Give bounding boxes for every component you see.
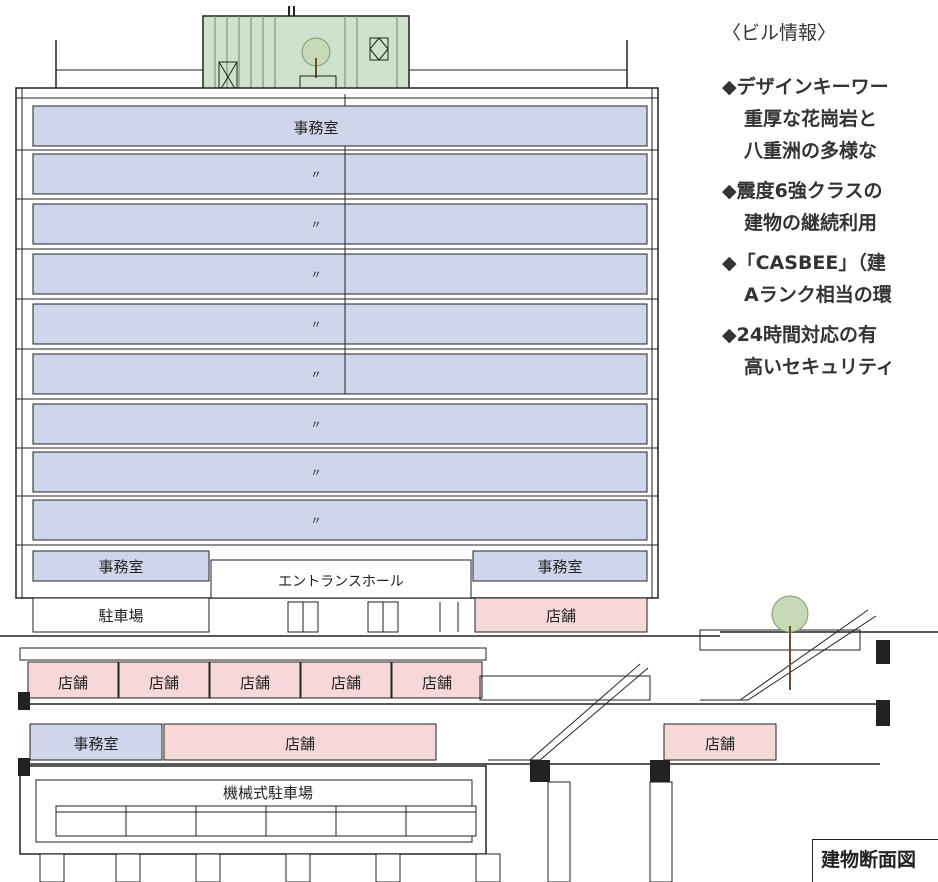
shop-label-b1: 店舗	[331, 674, 361, 692]
rooftop	[55, 6, 628, 94]
columns	[18, 640, 890, 782]
plaza-tree	[771, 595, 809, 690]
ditto-mark: 〃	[311, 218, 322, 231]
figure-caption: 建物断面図	[812, 839, 938, 882]
ditto-mark: 〃	[311, 418, 322, 431]
shop-label-b1: 店舗	[240, 674, 270, 692]
info-item-line: Aランク相当の環	[744, 284, 892, 306]
shop-label-b1: 店舗	[58, 674, 88, 692]
shop-label-b2: 店舗	[285, 735, 315, 753]
shop-label-b1: 店舗	[422, 674, 452, 692]
info-heading: 〈ビル情報〉	[722, 22, 837, 44]
info-item-line: 高いセキュリティ	[744, 356, 895, 378]
ditto-mark: 〃	[311, 268, 322, 281]
podium	[32, 550, 648, 633]
basement-b2	[20, 723, 880, 765]
info-item-line: 建物の継続利用	[744, 212, 878, 234]
shop-label-ground: 店舗	[546, 607, 576, 625]
ditto-mark: 〃	[311, 168, 322, 181]
shop-label-b2-right: 店舗	[705, 735, 735, 753]
office-label-top: 事務室	[293, 119, 338, 137]
office-label-podium-right: 事務室	[537, 558, 582, 576]
mech-parking-label: 機械式駐車場	[223, 784, 313, 802]
info-item-line: 八重洲の多様な	[744, 140, 878, 162]
info-item-line: 重厚な花崗岩と	[744, 108, 878, 130]
entrance-hall-label: エントランスホール	[278, 574, 404, 590]
ditto-mark: 〃	[311, 466, 322, 479]
office-floors	[32, 94, 648, 541]
info-item: ◆24時間対応の有 高いセキュリティ	[722, 319, 938, 383]
basement-b1	[19, 647, 880, 705]
info-item-line: ◆デザインキーワー	[722, 76, 889, 98]
parking-label: 駐車場	[98, 607, 143, 625]
info-item: ◆デザインキーワー 重厚な花崗岩と 八重洲の多様な	[722, 71, 938, 167]
shop-label-b1: 店舗	[149, 674, 179, 692]
foundation-piles	[39, 781, 673, 882]
mechanical-parking	[19, 765, 487, 855]
slab-lines	[16, 97, 658, 546]
building-info-panel: 〈ビル情報〉 ◆デザインキーワー 重厚な花崗岩と 八重洲の多様な ◆震度6強クラ…	[722, 18, 938, 391]
info-item: ◆「CASBEE」（建 Aランク相当の環	[722, 247, 938, 311]
info-item-line: ◆震度6強クラスの	[722, 180, 883, 202]
ditto-mark: 〃	[311, 318, 322, 331]
office-label-podium-left: 事務室	[98, 558, 143, 576]
info-item: ◆震度6強クラスの 建物の継続利用	[722, 175, 938, 239]
info-item-line: ◆「CASBEE」（建	[722, 252, 886, 274]
ditto-mark: 〃	[311, 514, 322, 527]
info-item-line: ◆24時間対応の有	[722, 324, 878, 346]
office-label-b2: 事務室	[73, 735, 118, 753]
ditto-mark: 〃	[311, 368, 322, 381]
